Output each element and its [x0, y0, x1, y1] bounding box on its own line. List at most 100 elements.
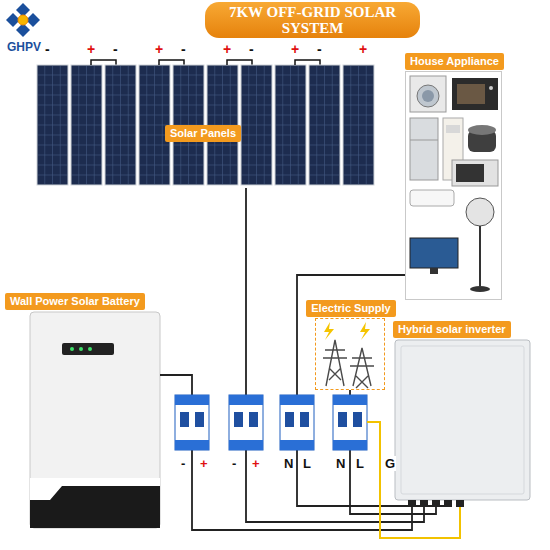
panel-grid [38, 155, 67, 156]
panel-grid [310, 115, 339, 116]
battery-led [70, 347, 74, 351]
solar-panel [105, 65, 136, 185]
panel-grid [344, 125, 373, 126]
appliance-icons [410, 76, 498, 292]
battery-led [88, 347, 92, 351]
cable-gland [444, 500, 452, 507]
panel-grid [344, 115, 373, 116]
series-wire [91, 60, 116, 65]
panel-polarity: + [86, 42, 96, 57]
panel-grid [276, 95, 305, 96]
solar-array [37, 60, 374, 185]
panel-grid [38, 135, 67, 136]
brand-name: GHPV [6, 40, 42, 55]
panel-grid [72, 75, 101, 76]
panel-grid [140, 165, 169, 166]
panel-grid [38, 165, 67, 166]
series-wire [159, 60, 184, 65]
panel-grid [276, 135, 305, 136]
panel-grid [140, 175, 169, 176]
panel-grid [72, 125, 101, 126]
panel-grid [310, 155, 339, 156]
panel-grid [106, 85, 135, 86]
component-label: Wall Power Solar Battery [5, 293, 145, 310]
panel-grid [242, 155, 271, 156]
panel-grid [344, 145, 373, 146]
panel-grid [310, 75, 339, 76]
panel-grid [106, 165, 135, 166]
panel-grid [276, 105, 305, 106]
panel-grid [72, 95, 101, 96]
panel-grid [38, 175, 67, 176]
panel-grid [174, 105, 203, 106]
ground-wire [367, 422, 460, 538]
panel-polarity: - [180, 42, 187, 57]
battery-stripe [30, 478, 160, 500]
panel-grid [242, 85, 271, 86]
panel-grid [106, 175, 135, 176]
terminal-name: L [355, 456, 365, 471]
panel-grid [38, 115, 67, 116]
panel-grid [72, 165, 101, 166]
panel-grid [208, 145, 237, 146]
terminal-name: - [180, 456, 186, 471]
battery-base [30, 478, 160, 528]
panel-grid [174, 95, 203, 96]
lightning-bolt [324, 322, 334, 340]
breaker-body [229, 395, 263, 450]
breaker-terminal [175, 440, 209, 450]
terminal-name: N [283, 456, 294, 471]
panel-grid [208, 105, 237, 106]
terminal-name: - [231, 456, 237, 471]
cable-gland [432, 500, 440, 507]
solar-panel [275, 65, 306, 185]
breaker-terminal [229, 440, 263, 450]
breaker-toggle [249, 412, 258, 427]
panel-polarity: + [154, 42, 164, 57]
panel-grid [106, 135, 135, 136]
breaker-toggle [338, 412, 347, 427]
panel-polarity: - [248, 42, 255, 57]
terminal-name: L [302, 456, 312, 471]
panel-grid [276, 155, 305, 156]
panel-grid [344, 75, 373, 76]
panel-grid [344, 155, 373, 156]
panel-grid [38, 125, 67, 126]
panel-grid [72, 135, 101, 136]
panel-grid [276, 175, 305, 176]
panel-grid [140, 155, 169, 156]
title: 7KW OFF-GRID SOLAR SYSTEM [215, 4, 410, 36]
panel-grid [106, 75, 135, 76]
panel-grid [242, 115, 271, 116]
component-label: Solar Panels [165, 125, 241, 142]
breaker-terminal [280, 395, 314, 405]
solar-panel [37, 65, 68, 185]
terminal-name: G [384, 456, 396, 471]
breaker-body [280, 395, 314, 450]
panel-grid [174, 175, 203, 176]
panel-polarity: + [222, 42, 232, 57]
panel-grid [310, 95, 339, 96]
battery-display [62, 343, 114, 355]
panel-grid [208, 175, 237, 176]
breaker-toggle [285, 412, 294, 427]
panel-grid [72, 175, 101, 176]
breaker-toggle [234, 412, 243, 427]
breaker-terminal [280, 440, 314, 450]
breaker-toggle [195, 412, 204, 427]
panel-grid [208, 165, 237, 166]
breaker-terminal [333, 395, 367, 405]
panel-grid [208, 75, 237, 76]
panel-grid [242, 165, 271, 166]
panel-grid [174, 85, 203, 86]
panel-grid [242, 145, 271, 146]
solar-panel [309, 65, 340, 185]
fan-head [466, 198, 494, 226]
panel-grid [310, 125, 339, 126]
component-label: House Appliance [405, 53, 504, 70]
panel-grid [276, 125, 305, 126]
panel-polarity: + [290, 42, 300, 57]
